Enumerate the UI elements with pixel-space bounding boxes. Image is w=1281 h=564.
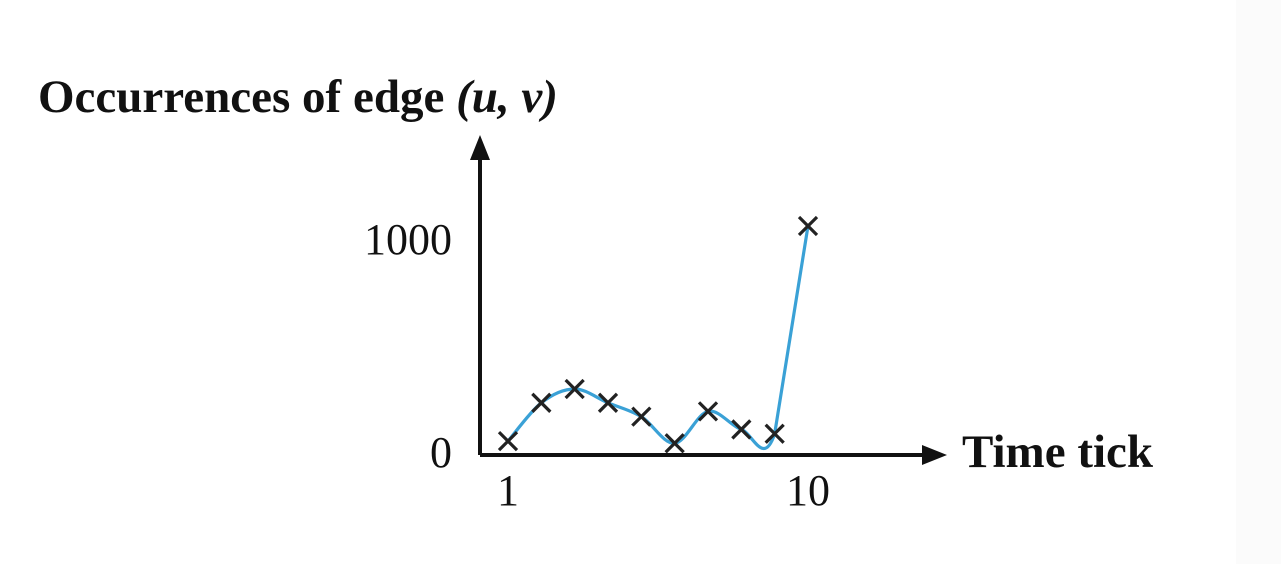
y-axis-label-math: (u, v) xyxy=(456,71,558,123)
x-axis-label: Time tick xyxy=(962,426,1154,478)
data-point-marker xyxy=(631,406,652,427)
data-point-marker xyxy=(564,378,585,400)
y-tick-label: 1000 xyxy=(364,215,452,264)
series-layer xyxy=(497,215,819,454)
data-point-marker xyxy=(597,392,619,413)
marker-stroke xyxy=(531,392,552,413)
x-axis-arrowhead xyxy=(922,445,947,465)
y-axis-arrowhead xyxy=(470,135,490,160)
axes xyxy=(470,135,947,465)
tick-labels: 1 10 0 1000 xyxy=(364,215,830,515)
y-axis-label-prefix: Occurrences of edge xyxy=(38,71,456,123)
y-tick-label: 0 xyxy=(430,428,452,477)
page-edge-strip xyxy=(1236,0,1281,564)
marker-stroke xyxy=(797,215,819,237)
data-point-marker xyxy=(731,419,752,440)
data-point-marker xyxy=(697,401,719,422)
marker-stroke xyxy=(564,378,585,400)
data-point-marker xyxy=(797,215,819,237)
data-point-marker xyxy=(497,431,519,452)
x-tick-label: 10 xyxy=(786,466,830,515)
marker-stroke xyxy=(497,431,519,452)
marker-stroke xyxy=(764,423,785,444)
data-point-marker xyxy=(664,433,685,454)
marker-stroke xyxy=(597,392,619,413)
series-line xyxy=(506,225,810,451)
data-point-marker xyxy=(531,392,552,413)
marker-stroke xyxy=(631,406,652,427)
x-tick-label: 1 xyxy=(497,466,519,515)
marker-stroke xyxy=(697,401,719,422)
chart-background xyxy=(0,0,1236,542)
marker-stroke xyxy=(731,419,752,440)
y-axis-label: Occurrences of edge (u, v) xyxy=(38,71,558,123)
data-point-marker xyxy=(764,423,785,444)
marker-stroke xyxy=(664,433,685,454)
